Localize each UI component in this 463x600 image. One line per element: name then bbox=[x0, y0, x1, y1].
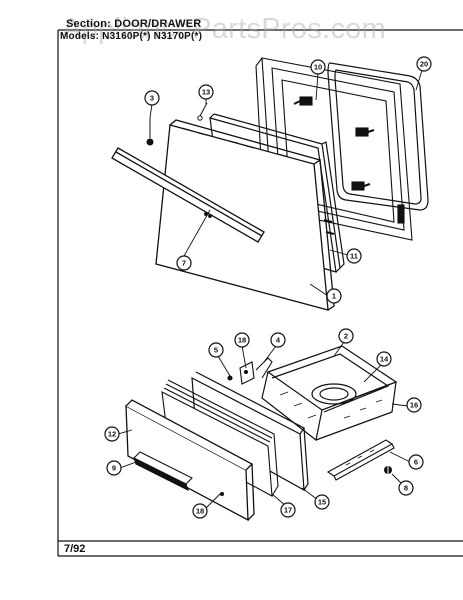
callout-14: 14 bbox=[376, 351, 392, 367]
callout-2: 2 bbox=[338, 328, 354, 344]
svg-text:11: 11 bbox=[350, 252, 358, 261]
callout-13: 13 bbox=[198, 84, 214, 100]
callout-3: 3 bbox=[144, 90, 160, 106]
rail-screw bbox=[384, 466, 392, 474]
callout-10: 10 bbox=[310, 59, 326, 75]
svg-text:6: 6 bbox=[414, 458, 418, 467]
leader-lines bbox=[117, 69, 423, 509]
svg-text:12: 12 bbox=[108, 430, 116, 439]
svg-text:2: 2 bbox=[344, 332, 348, 341]
svg-text:16: 16 bbox=[410, 401, 418, 410]
oven-door-gasket bbox=[327, 62, 429, 211]
watermark: AppliancePartsPros.com bbox=[62, 13, 387, 45]
handle-screws bbox=[146, 102, 208, 146]
svg-text:5: 5 bbox=[214, 346, 218, 355]
drawer-body bbox=[261, 345, 398, 442]
date-code: 7/92 bbox=[64, 543, 86, 555]
svg-text:20: 20 bbox=[420, 60, 428, 69]
callout-20: 20 bbox=[416, 56, 432, 72]
callout-6: 6 bbox=[408, 454, 424, 470]
model-numbers: Models: N3160P(*) N3170P(*) bbox=[60, 31, 203, 42]
svg-text:14: 14 bbox=[380, 355, 389, 364]
callout-5: 5 bbox=[208, 342, 224, 358]
callout-18-upper: 18 bbox=[234, 332, 250, 348]
callout-9: 9 bbox=[106, 460, 122, 476]
drawer-front-panel bbox=[125, 399, 255, 522]
page-frame bbox=[57, 29, 463, 557]
oven-door-handle bbox=[111, 147, 265, 243]
callout-12: 12 bbox=[104, 426, 120, 442]
svg-text:9: 9 bbox=[112, 464, 116, 473]
svg-text:17: 17 bbox=[284, 506, 292, 515]
callout-1: 1 bbox=[326, 288, 342, 304]
callout-15: 15 bbox=[314, 494, 330, 510]
callout-7: 7 bbox=[176, 255, 192, 271]
drawer-handle bbox=[133, 451, 193, 492]
svg-text:15: 15 bbox=[318, 498, 326, 507]
svg-text:7: 7 bbox=[182, 259, 186, 268]
svg-text:18: 18 bbox=[238, 336, 246, 345]
svg-text:10: 10 bbox=[314, 63, 322, 72]
callout-16: 16 bbox=[406, 397, 422, 413]
svg-text:3: 3 bbox=[150, 94, 154, 103]
drawer-bracket bbox=[227, 357, 273, 385]
svg-text:8: 8 bbox=[404, 484, 408, 493]
svg-text:4: 4 bbox=[276, 336, 281, 345]
svg-text:18: 18 bbox=[196, 507, 204, 516]
callout-4: 4 bbox=[270, 332, 286, 348]
oven-door-outer-panel bbox=[155, 119, 335, 311]
section-title: Section: DOOR/DRAWER bbox=[66, 18, 202, 30]
inner-door-liner bbox=[255, 57, 413, 241]
svg-text:1: 1 bbox=[332, 292, 336, 301]
callout-8: 8 bbox=[398, 480, 414, 496]
drawer-slide-rail bbox=[326, 439, 395, 481]
callout-17: 17 bbox=[280, 502, 296, 518]
callout-18-lower: 18 bbox=[192, 503, 208, 519]
callout-11: 11 bbox=[346, 248, 362, 264]
svg-text:13: 13 bbox=[202, 88, 210, 97]
